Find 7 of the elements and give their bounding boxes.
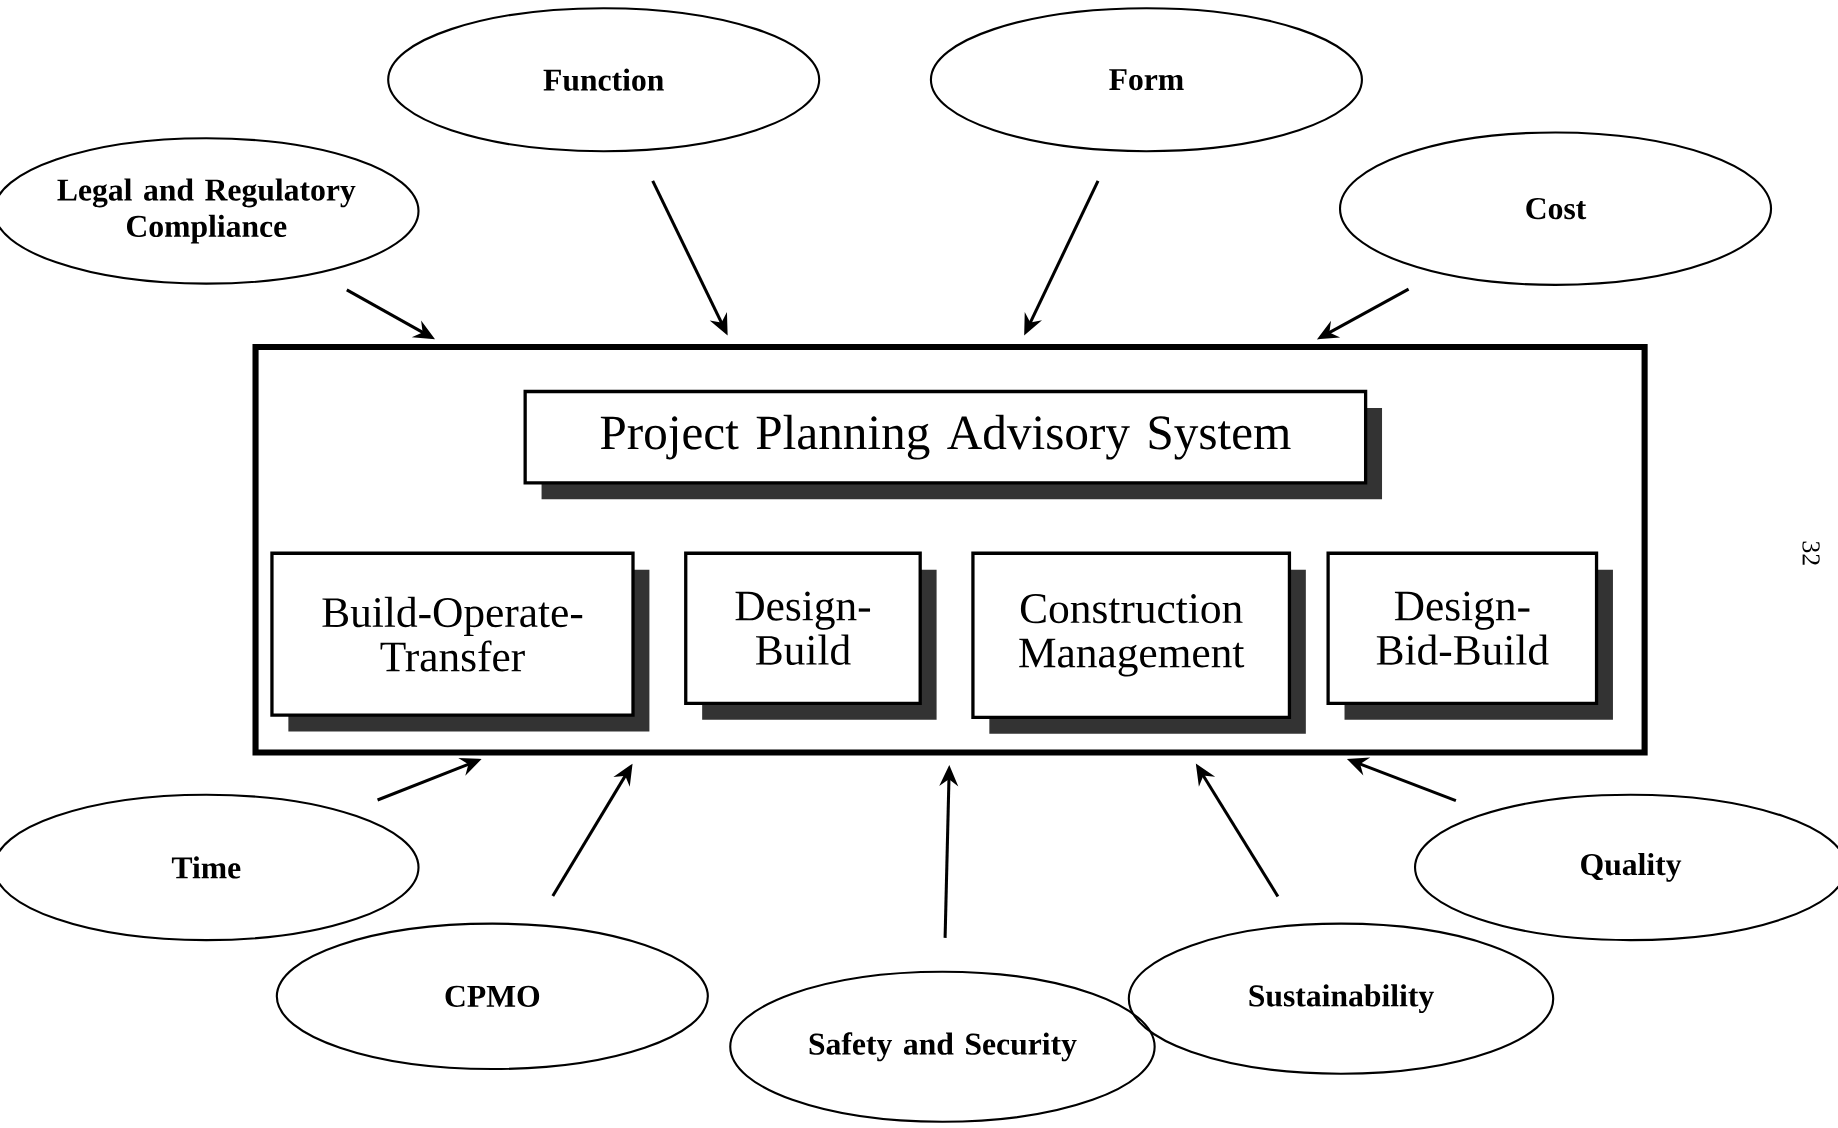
method-box: Construction Management xyxy=(971,551,1306,734)
method-box: Build-Operate-Transfer xyxy=(270,551,650,732)
page-number: 32 xyxy=(1802,541,1820,565)
title-box: Project Planning Advisory System xyxy=(523,390,1383,500)
method-box: Design-Build xyxy=(684,551,937,720)
frame-box xyxy=(252,344,1648,756)
method-box: Design-Bid-Build xyxy=(1326,551,1613,720)
